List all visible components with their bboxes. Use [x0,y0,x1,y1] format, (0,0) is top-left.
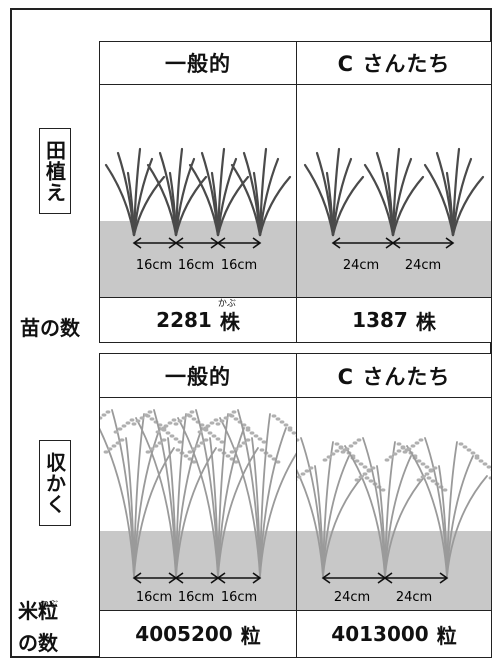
header-c-bottom: C さんたち [296,353,492,398]
planting-c-illustration: 24cm 24cm [297,147,491,297]
seedling-count-label: 苗の数 [20,316,80,340]
seedling-general-value: 2281 [156,308,212,332]
header-c-bottom-label: C さんたち [337,364,451,389]
grain-general-value: 4005200 [135,622,233,646]
spacing-arrow [216,572,262,584]
seedling-general-cell: 2281 かぶ 株 [99,297,297,343]
spacing-label: 24cm [343,258,379,273]
rice-seedling [230,147,292,237]
seedling-general-unit: 株 [219,309,240,334]
harvest-c-illustration: 24cm 24cm [297,437,491,610]
planting-general-panel: 16cm 16cm 16cm [99,84,297,298]
seedling-c-unit: 株 [415,309,436,334]
rice-plant [100,409,197,577]
rice-seedling [303,147,365,237]
spacing-label: 24cm [334,590,370,605]
spacing-label: 24cm [405,258,441,273]
grain-c-value: 4013000 [331,622,429,646]
spacing-label: 16cm [178,258,214,273]
spacing-label: 16cm [221,590,257,605]
planting-general-illustration: 16cm 16cm 16cm [100,147,296,297]
rice-plant [297,437,386,577]
seedling-ruby: かぶ [217,298,236,309]
rice-plant [197,409,296,577]
spacing-arrow [383,572,449,584]
rice-seedling [104,147,166,237]
rice-seedling [363,147,425,237]
grain-c-cell: 4013000 粒 [296,610,492,658]
header-general-bottom-label: 一般的 [165,364,231,389]
harvest-general-panel: 16cm 16cm 16cm [99,397,297,611]
header-c-top-label: C さんたち [337,52,451,76]
spacing-label: 16cm [136,258,172,273]
rice-seedling [423,147,485,237]
grain-count-label: つぶ 米粒 の数 [18,595,58,659]
spacing-arrow [391,237,455,249]
seedling-c-value: 1387 [352,308,408,332]
harvest-c-panel: 24cm 24cm [296,397,492,611]
rice-plant [155,409,281,577]
grain-general-cell: 4005200 粒 [99,610,297,658]
spacing-label: 16cm [178,590,214,605]
header-c-top: C さんたち [296,41,492,85]
spacing-label: 24cm [396,590,432,605]
header-general-top-label: 一般的 [165,52,231,76]
planting-label: 田植え [39,128,71,214]
seedling-c-cell: 1387 株 [296,297,492,343]
rice-plant [384,437,491,577]
rice-seedling [146,147,208,237]
grain-c-unit: 粒 [436,623,457,648]
planting-c-panel: 24cm 24cm [296,84,492,298]
grain-general-unit: 粒 [240,623,261,648]
spacing-label: 16cm [136,590,172,605]
header-general-bottom: 一般的 [99,353,297,398]
harvest-label: 収かく [39,440,71,526]
grain-ruby: つぶ [40,600,59,610]
header-general-top: 一般的 [99,41,297,85]
spacing-label: 16cm [221,258,257,273]
harvest-general-illustration: 16cm 16cm 16cm [100,409,296,610]
spacing-arrow [216,237,262,249]
